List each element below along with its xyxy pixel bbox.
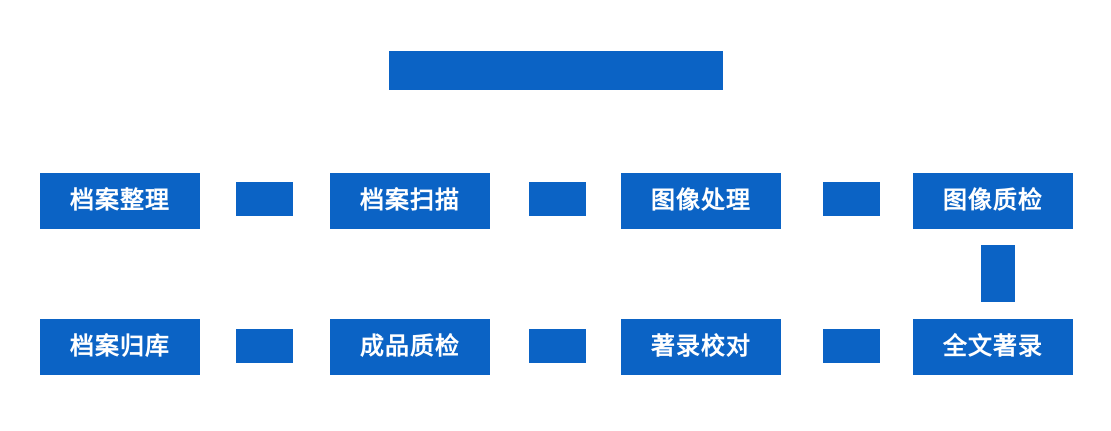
node-image-quality-check[interactable]: 图像质检 (913, 173, 1073, 229)
connector-arrow-r2-c1 (236, 329, 293, 363)
node-label: 全文著录 (943, 333, 1043, 360)
connector-arrow-r1-c3 (823, 182, 880, 216)
node-archive-storage[interactable]: 档案归库 (40, 319, 200, 375)
node-fulltext-catalog[interactable]: 全文著录 (913, 319, 1073, 375)
node-label: 档案扫描 (360, 187, 460, 214)
connector-arrow-r2-c3 (823, 329, 880, 363)
node-archive-organize[interactable]: 档案整理 (40, 173, 200, 229)
node-archive-scan[interactable]: 档案扫描 (330, 173, 490, 229)
node-catalog-proofread[interactable]: 著录校对 (621, 319, 781, 375)
connector-arrow-r1-c1 (236, 182, 293, 216)
node-label: 档案归库 (70, 333, 170, 360)
connector-arrow-row1-to-row2 (981, 245, 1015, 302)
node-label: 图像处理 (651, 187, 751, 214)
node-image-process[interactable]: 图像处理 (621, 173, 781, 229)
node-label: 档案整理 (70, 187, 170, 214)
node-label: 著录校对 (651, 333, 751, 360)
node-label: 成品质检 (360, 333, 460, 360)
node-label: 图像质检 (943, 187, 1043, 214)
node-product-quality-check[interactable]: 成品质检 (330, 319, 490, 375)
connector-arrow-r2-c2 (529, 329, 586, 363)
diagram-header-bar (389, 51, 723, 90)
connector-arrow-r1-c2 (529, 182, 586, 216)
